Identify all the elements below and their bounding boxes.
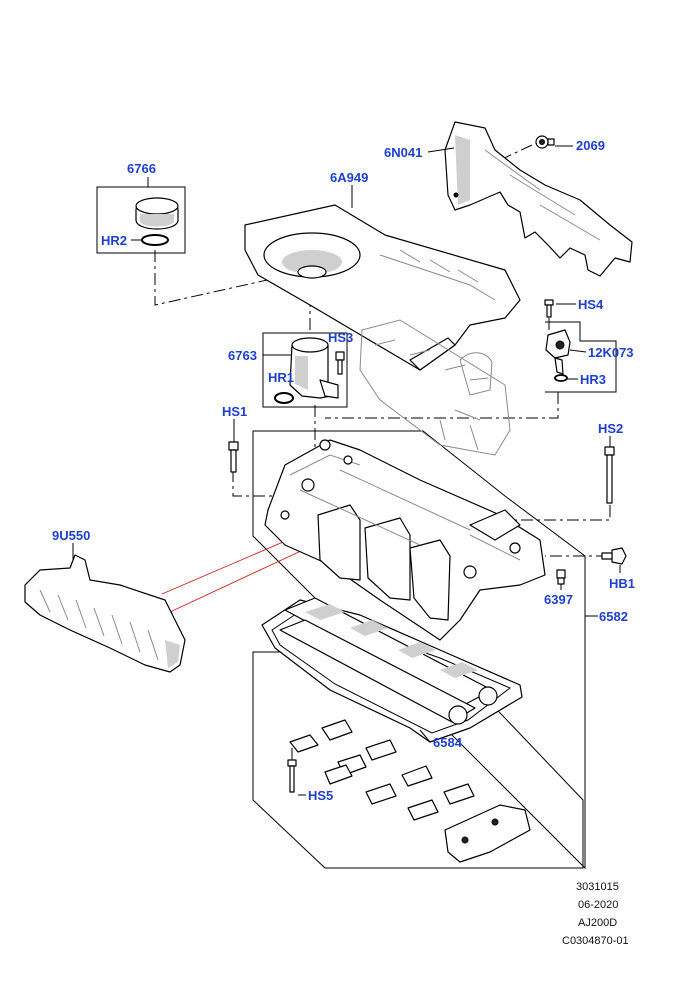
label-hs4: HS4 [578, 297, 604, 312]
leader-6584 [419, 729, 431, 743]
leader-12k073 [569, 349, 587, 353]
label-hs3: HS3 [328, 330, 353, 345]
label-hs1: HS1 [222, 404, 247, 419]
sensor-12k073 [545, 329, 571, 375]
stud-2069 [535, 135, 555, 149]
dash-line-hs1 [232, 470, 272, 497]
footer-line-1: 3031015 [576, 881, 619, 893]
o-ring-hr3 [554, 374, 568, 382]
label-hr1: HR1 [268, 370, 294, 385]
label-hb1: HB1 [609, 576, 635, 591]
oil-filler-cap [135, 197, 179, 246]
label-6n041: 6N041 [384, 145, 422, 160]
label-2069: 2069 [576, 138, 605, 153]
label-6397: 6397 [544, 592, 573, 607]
bolt-hs1 [228, 441, 239, 473]
engine-cover [244, 204, 521, 371]
label-hs2: HS2 [598, 421, 623, 436]
o-ring-hr1 [274, 392, 294, 404]
label-6584: 6584 [433, 735, 463, 750]
dash-line-cap-to-cover [154, 250, 313, 306]
label-6a949: 6A949 [330, 170, 368, 185]
box-sensor-bracket [545, 321, 617, 393]
plug-6397 [556, 569, 566, 585]
footer-line-2: 06-2020 [578, 899, 618, 911]
camshaft-cover [264, 439, 546, 641]
label-12k073: 12K073 [588, 345, 634, 360]
bolt-hs2 [604, 446, 615, 504]
footer-line-3: AJ200D [578, 917, 617, 929]
bearing-caps [289, 719, 531, 863]
label-hr3: HR3 [580, 372, 606, 387]
label-6763: 6763 [228, 348, 257, 363]
bolt-hs5 [287, 759, 297, 793]
box-oil-filler-neck [262, 332, 348, 408]
bolt-hs3 [335, 351, 345, 375]
bolt-hb1 [601, 547, 627, 565]
leader-6n041 [427, 147, 455, 153]
insulator-9u550 [24, 554, 186, 673]
label-6582: 6582 [599, 609, 628, 624]
footer-line-4: C0304870-01 [562, 935, 629, 947]
label-hr2: HR2 [101, 233, 127, 248]
dash-line-hs2 [440, 505, 611, 521]
oil-filler-neck [289, 337, 339, 399]
gasket-and-camshafts [261, 597, 523, 743]
label-9u550: 9U550 [52, 528, 90, 543]
dash-line-sensor [325, 392, 559, 419]
heat-shield [444, 121, 633, 277]
bolt-hs4 [544, 299, 554, 318]
engine-ghost-outline [359, 319, 511, 456]
label-6766: 6766 [127, 161, 156, 176]
box-oil-filler-cap [96, 186, 186, 254]
label-hs5: HS5 [308, 788, 333, 803]
